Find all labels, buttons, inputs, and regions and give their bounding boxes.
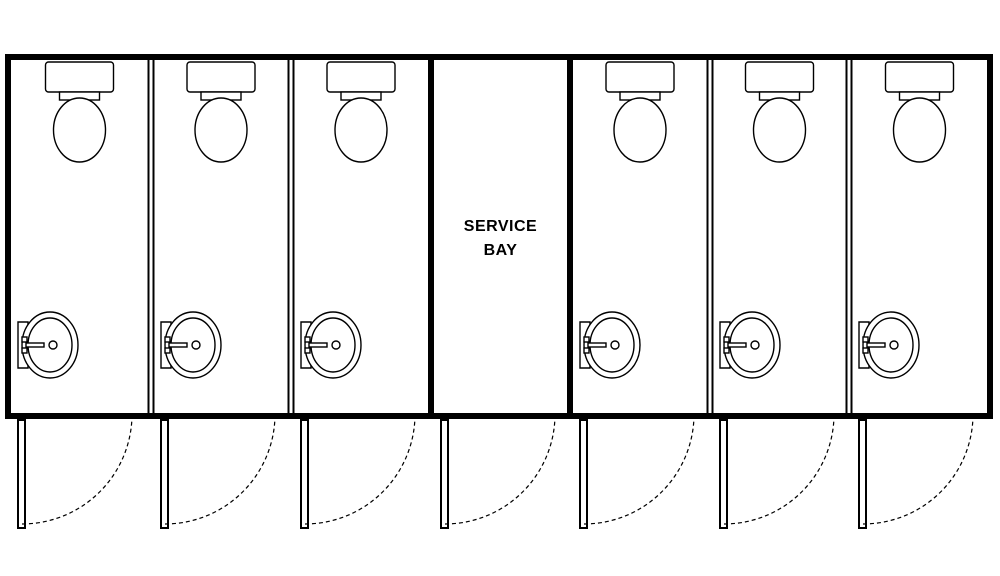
faucet-handle [862,336,869,343]
restroom-stall-6 [858,61,974,529]
toilet-bowl [613,97,667,163]
faucet-handle [164,336,171,343]
door-leaf[interactable] [300,419,309,529]
faucet-handle [304,336,311,343]
toilet-bowl [752,97,807,163]
faucet-spout [866,342,886,348]
faucet-handle [862,347,869,354]
door-leaf[interactable] [719,419,728,529]
sink-icon [17,311,79,379]
door-icon[interactable] [160,415,276,529]
door-leaf[interactable] [160,419,169,529]
faucet-handle [583,347,590,354]
drain [750,340,760,350]
toilet-icon [605,61,675,163]
restroom-stall-4 [579,61,695,529]
door-icon[interactable] [719,415,835,529]
toilet-icon [744,61,815,163]
door-leaf[interactable] [858,419,867,529]
service-bay-label: SERVICE [464,218,537,235]
sink-icon [719,311,781,379]
faucet-spout [727,342,747,348]
restroom-stall-2 [160,61,276,529]
faucet-spout [25,342,45,348]
faucet-handle [164,347,171,354]
door-icon[interactable] [440,415,556,529]
toilet-tank [744,61,815,93]
door-swing-arc [723,415,835,525]
toilet-icon [186,61,256,163]
faucet-handle [304,347,311,354]
door-leaf[interactable] [579,419,588,529]
toilet-tank [605,61,675,93]
faucet-handle [723,336,730,343]
toilet-tank [884,61,955,93]
door-leaf[interactable] [440,419,449,529]
door-icon[interactable] [17,415,133,529]
door-swing-arc [164,415,276,525]
door-swing-arc [862,415,974,525]
toilet-icon [326,61,396,163]
faucet-spout [308,342,328,348]
service-bay: SERVICE BAY [440,218,556,529]
drain [48,340,58,350]
door-swing-arc [21,415,133,525]
restroom-stall-1 [17,61,133,529]
faucet-handle [21,347,28,354]
door-swing-arc [444,415,556,525]
toilet-tank [44,61,115,93]
door-icon[interactable] [300,415,416,529]
faucet-spout [587,342,607,348]
drain [331,340,341,350]
sink-icon [858,311,920,379]
door-swing-arc [583,415,695,525]
door-leaf[interactable] [17,419,26,529]
sink-icon [160,311,222,379]
toilet-icon [884,61,955,163]
restroom-stall-3 [300,61,416,529]
faucet-handle [723,347,730,354]
sink-icon [579,311,641,379]
drain [610,340,620,350]
sink-icon [300,311,362,379]
faucet-handle [21,336,28,343]
toilet-bowl [194,97,248,163]
door-icon[interactable] [858,415,974,529]
toilet-bowl [334,97,388,163]
service-bay-label: BAY [484,242,518,259]
outer-wall [5,54,993,419]
toilet-icon [44,61,115,163]
restroom-stall-5 [719,61,835,529]
faucet-handle [583,336,590,343]
faucet-spout [168,342,188,348]
toilet-tank [326,61,396,93]
toilet-bowl [52,97,107,163]
toilet-tank [186,61,256,93]
door-swing-arc [304,415,416,525]
drain [191,340,201,350]
drain [889,340,899,350]
door-icon[interactable] [579,415,695,529]
toilet-bowl [892,97,947,163]
